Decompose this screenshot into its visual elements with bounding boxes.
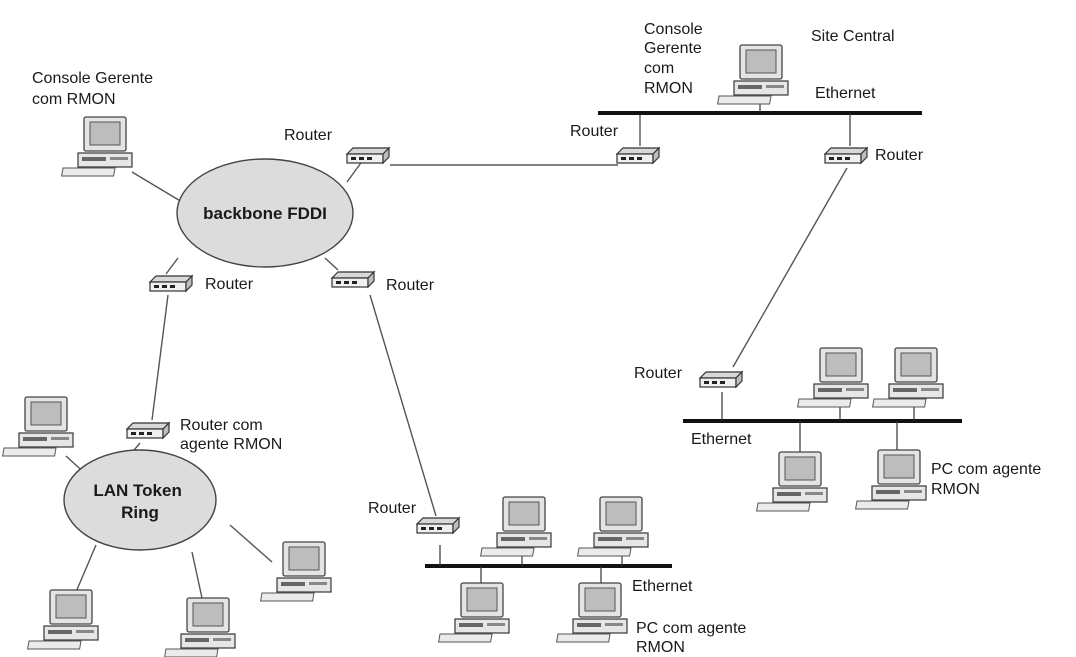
site-central-label: Site Central <box>811 28 895 45</box>
router-icon <box>416 517 460 534</box>
router-label-central: Router <box>570 123 619 140</box>
pc-icon <box>1 396 74 457</box>
ethernet-label-right: Ethernet <box>691 431 752 448</box>
pc-icon <box>259 541 332 602</box>
pc-icon <box>26 589 99 650</box>
link-backbone-router-left <box>165 257 179 275</box>
router-icon <box>824 147 868 164</box>
backbone-label: backbone FDDI <box>203 204 327 223</box>
console-central-label: Console Gerente com RMON <box>644 21 707 97</box>
router-label-left: Router <box>205 276 254 293</box>
ethernet-label-bottom: Ethernet <box>632 578 693 595</box>
link-backbone-router-right <box>324 257 339 271</box>
link-router-router-agent <box>151 294 169 421</box>
pc-icon <box>163 597 236 657</box>
router-icon <box>331 271 375 288</box>
router-label-bottom: Router <box>368 500 417 517</box>
router-icon <box>149 275 193 292</box>
pc-icon <box>60 116 133 177</box>
pc-icon <box>796 347 869 408</box>
router-label-right: Router <box>386 277 435 294</box>
router-icon <box>346 147 390 164</box>
link-tokenring-pc3 <box>75 544 97 593</box>
link-console-backbone <box>131 171 183 203</box>
pc-agent-label-bottom: PC com agente RMON <box>636 620 751 656</box>
token-ring-label: LAN Token Ring <box>93 481 186 522</box>
router-label-east: Router <box>634 365 683 382</box>
router-label-central-right: Router <box>875 147 924 164</box>
token-ring-lan <box>63 449 217 551</box>
link-tokenring-pc4 <box>191 551 203 599</box>
link-tokenring-pc2 <box>229 524 273 563</box>
pc-icon <box>555 582 628 643</box>
pc-icon <box>479 496 552 557</box>
router-label-top: Router <box>284 127 333 144</box>
router-agent-label: Router com agente RMON <box>180 417 282 453</box>
router-icon <box>699 371 743 388</box>
pc-icon <box>871 347 944 408</box>
router-icon <box>126 422 170 439</box>
backbone-fddi-ring <box>176 158 354 268</box>
pc-icon <box>716 44 789 105</box>
link-router-bottom-router <box>369 294 437 517</box>
link-backbone-router-top <box>346 159 364 183</box>
pc-agent-label-right: PC com agente RMON <box>931 461 1046 498</box>
link-router-right-router <box>732 167 848 368</box>
pc-icon <box>576 496 649 557</box>
pc-icon <box>755 451 828 512</box>
pc-icon <box>854 449 927 510</box>
router-icon <box>616 147 660 164</box>
pc-icon <box>437 582 510 643</box>
console-left-label: Console Gerente com RMON <box>32 70 157 108</box>
ethernet-label-central: Ethernet <box>815 85 876 102</box>
